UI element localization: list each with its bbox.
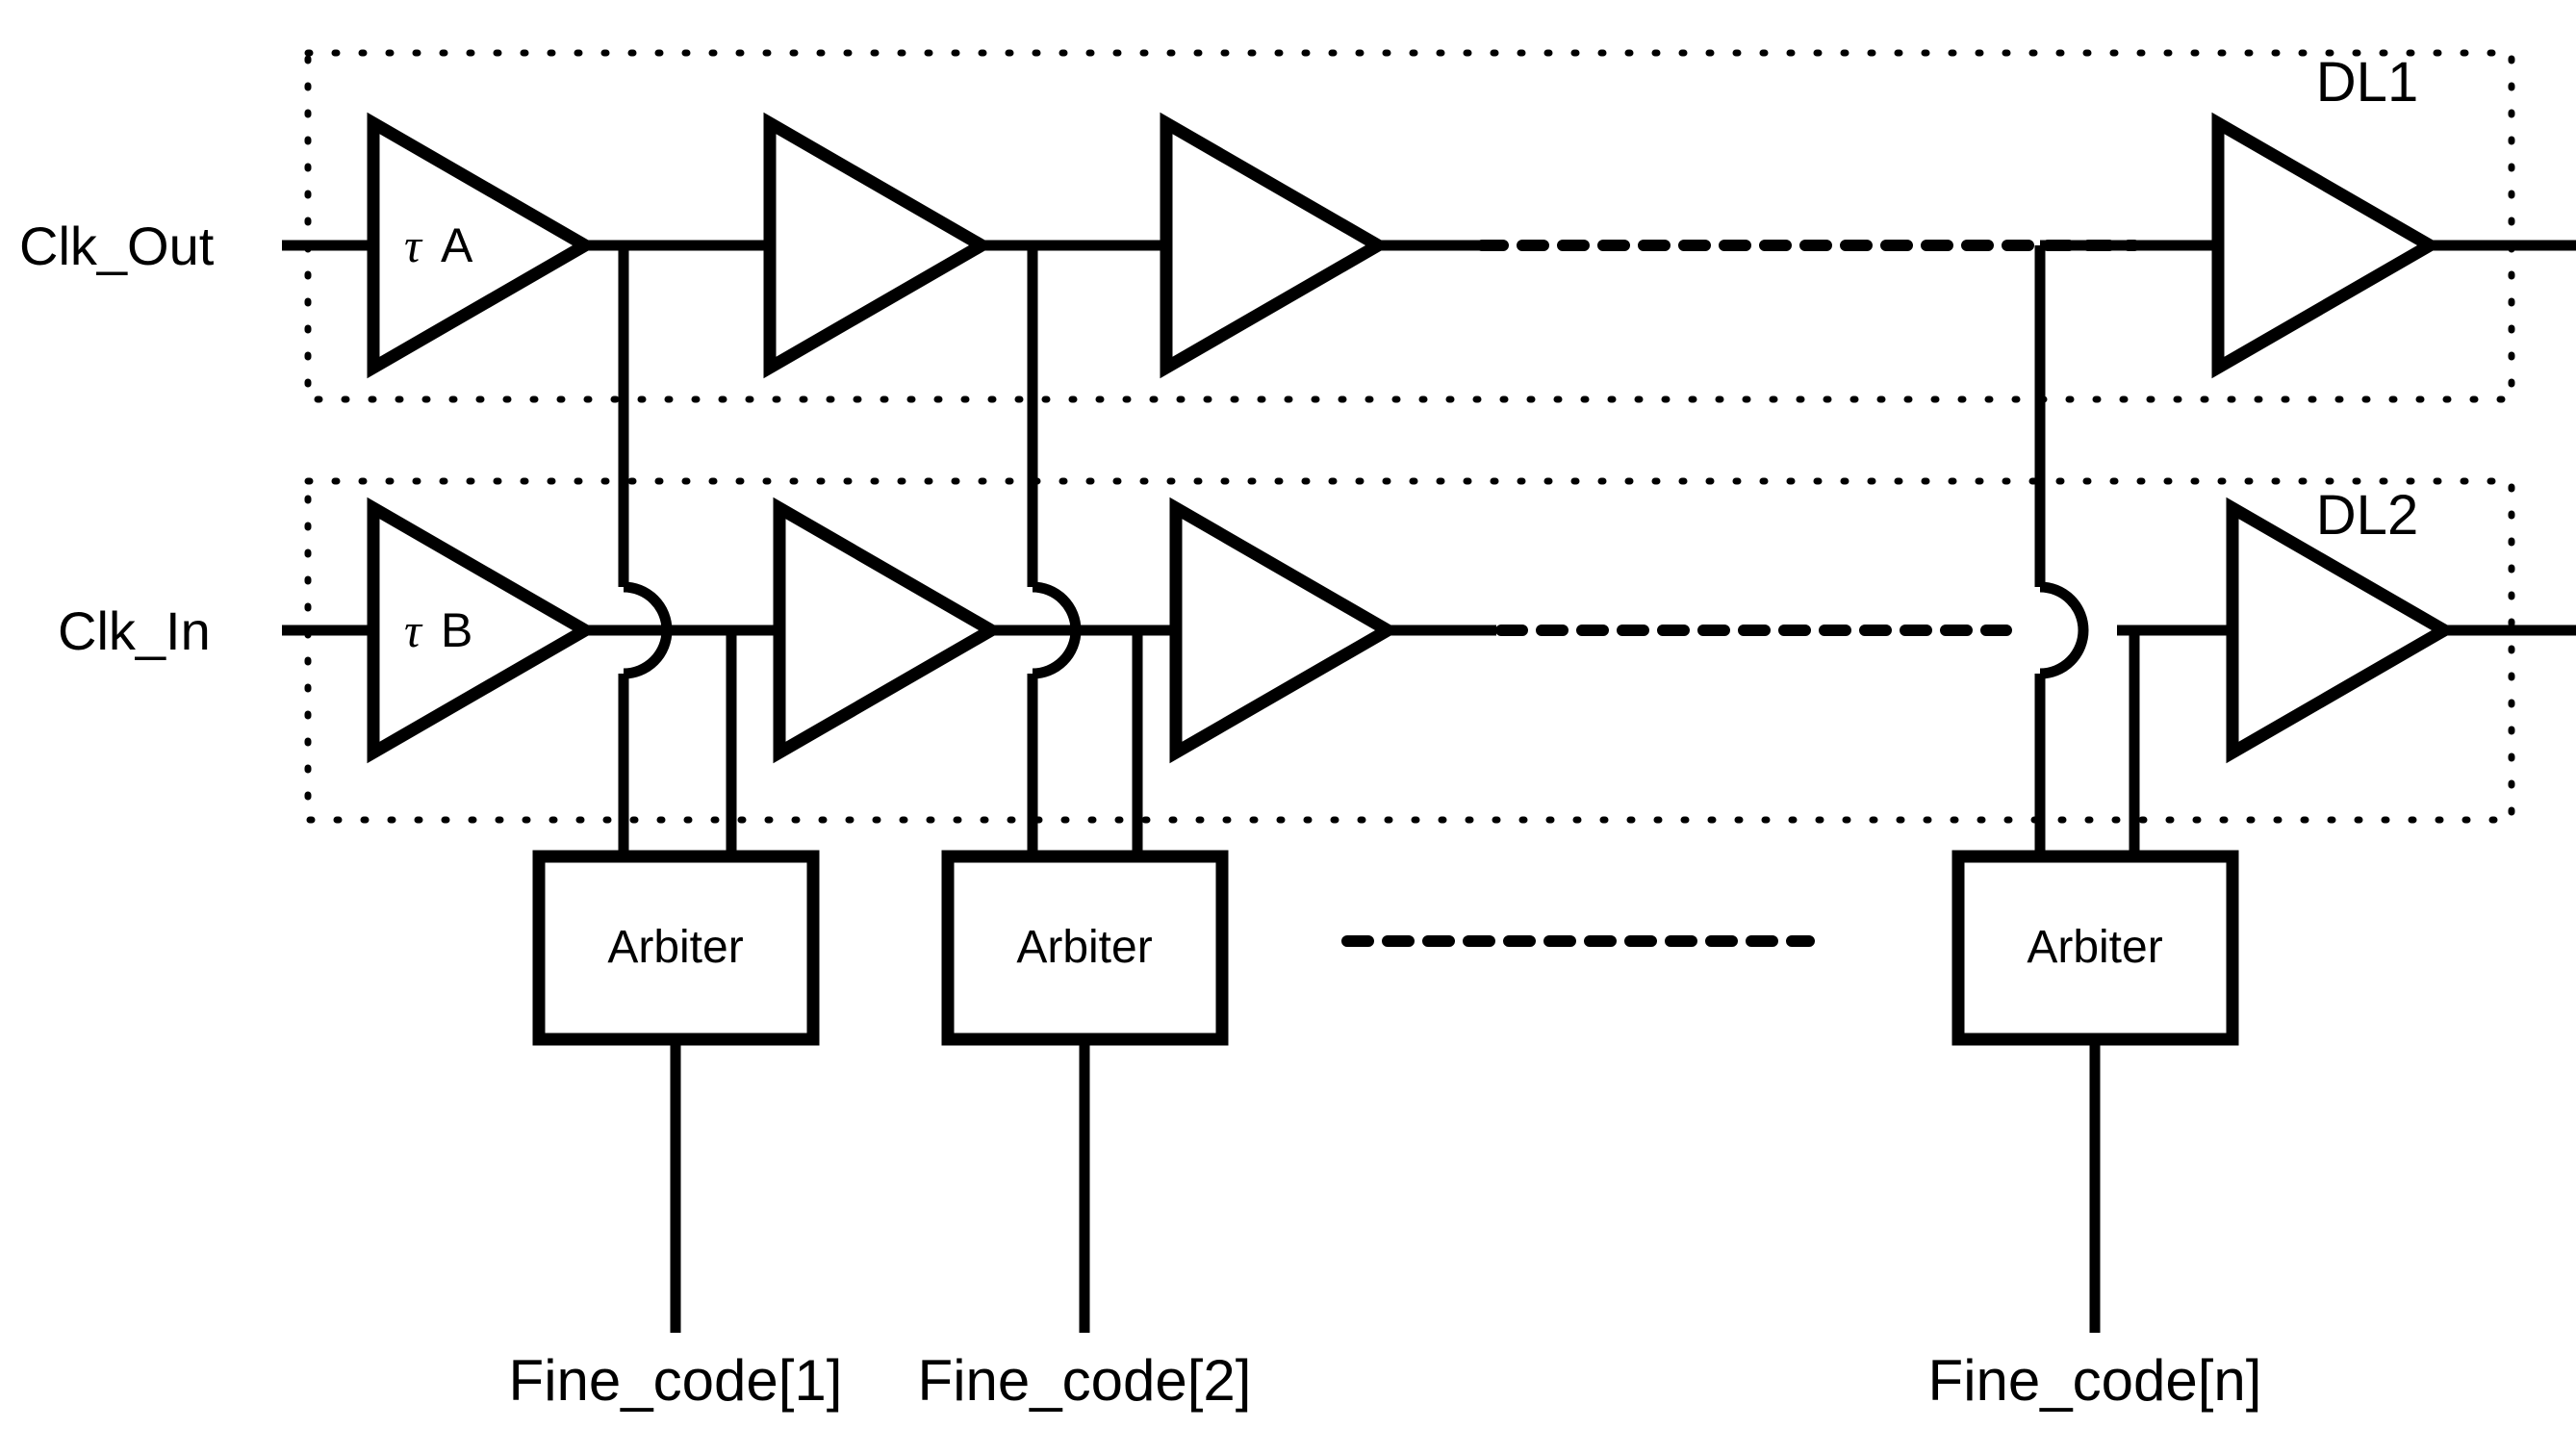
- dl2-buffer-3: [1169, 497, 1401, 764]
- dl1-dotted-boundary: [304, 49, 2515, 403]
- dl2-label: DL2: [2316, 484, 2418, 547]
- tap1-wire-hop-over-dl2: [623, 581, 673, 679]
- arbiter-n-label: Arbiter: [2027, 922, 2162, 973]
- dl2-buffer-1-tau-label: τ: [404, 603, 423, 657]
- dl1-buffer-2: [763, 112, 995, 379]
- clk-out-label: Clk_Out: [19, 216, 215, 276]
- dl1-buffer-last: [2211, 112, 2443, 379]
- dl1-buffer-1: [367, 112, 599, 379]
- dl2-dotted-boundary: [304, 477, 2515, 824]
- clk-in-label: Clk_In: [58, 600, 211, 661]
- arbiter-1-label: Arbiter: [607, 922, 743, 973]
- dl2-buffer-1: [367, 497, 599, 764]
- dl2-buffer-last: [2226, 497, 2458, 764]
- tap2-wire-hop-over-dl2: [1032, 581, 1082, 679]
- fine-code-2-label: Fine_code[2]: [918, 1348, 1252, 1413]
- dl1-buffer-1-tau-label: τ: [404, 218, 423, 272]
- arbiter-2-label: Arbiter: [1016, 922, 1152, 973]
- tapn-wire-hop-over-dl2: [2039, 581, 2089, 679]
- fine-code-1-label: Fine_code[1]: [509, 1348, 843, 1413]
- fine-code-n-label: Fine_code[n]: [1928, 1348, 2262, 1413]
- arbiter-1-box[interactable]: [532, 850, 820, 1046]
- dl2-buffer-1-letter-label: B: [441, 603, 472, 657]
- dl1-buffer-1-letter-label: A: [441, 218, 473, 272]
- arbiter-n-box[interactable]: [1951, 850, 2239, 1046]
- dl2-buffer-2: [773, 497, 1005, 764]
- dl1-buffer-3: [1160, 112, 1391, 379]
- dl1-label: DL1: [2316, 51, 2418, 114]
